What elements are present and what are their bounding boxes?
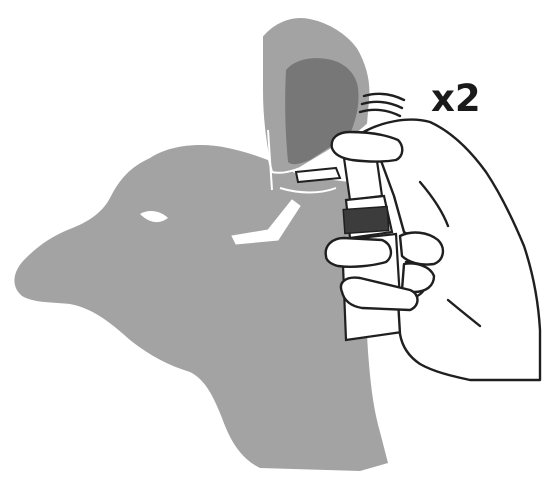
spray-nozzle-icon (296, 168, 340, 182)
dog-head-icon (14, 145, 388, 471)
repeat-count-label: x2 (431, 80, 481, 117)
bottle-grip-icon (343, 206, 389, 233)
